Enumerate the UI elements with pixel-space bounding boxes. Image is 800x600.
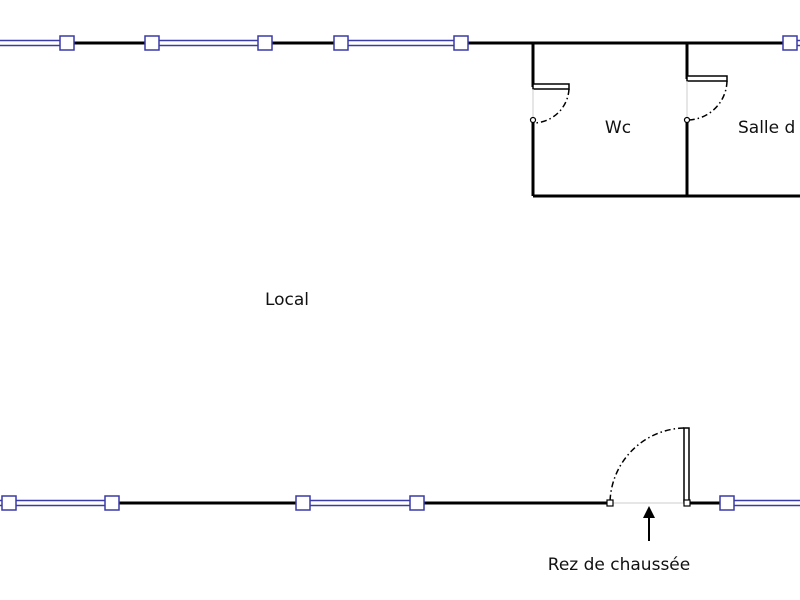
room-label-bathroom: Salle d (738, 118, 795, 138)
window-node (782, 35, 798, 51)
window-node (257, 35, 273, 51)
window-node (333, 35, 349, 51)
door-bathroom (683, 75, 728, 124)
room-label-wc: Wc (605, 118, 631, 138)
window-top-1 (0, 39, 67, 47)
room-label-local: Local (265, 290, 309, 310)
window-top-3 (341, 39, 461, 47)
window-node (104, 495, 120, 511)
bottom-wall (0, 495, 800, 511)
window-node (144, 35, 160, 51)
window-node (295, 495, 311, 511)
interior-walls (531, 43, 800, 198)
window-node (1, 495, 17, 511)
window-bottom-3 (727, 499, 800, 507)
top-wall (0, 35, 800, 51)
window-node (409, 495, 425, 511)
window-node (59, 35, 75, 51)
entrance-arrow-icon (643, 506, 655, 541)
window-top-2 (152, 39, 265, 47)
window-bottom-2 (303, 499, 417, 507)
window-node (453, 35, 469, 51)
floor-label: Rez de chaussée (548, 555, 690, 575)
door-wc (529, 83, 570, 124)
door-entrance (606, 427, 691, 507)
window-bottom-1 (0, 499, 112, 507)
window-node (719, 495, 735, 511)
